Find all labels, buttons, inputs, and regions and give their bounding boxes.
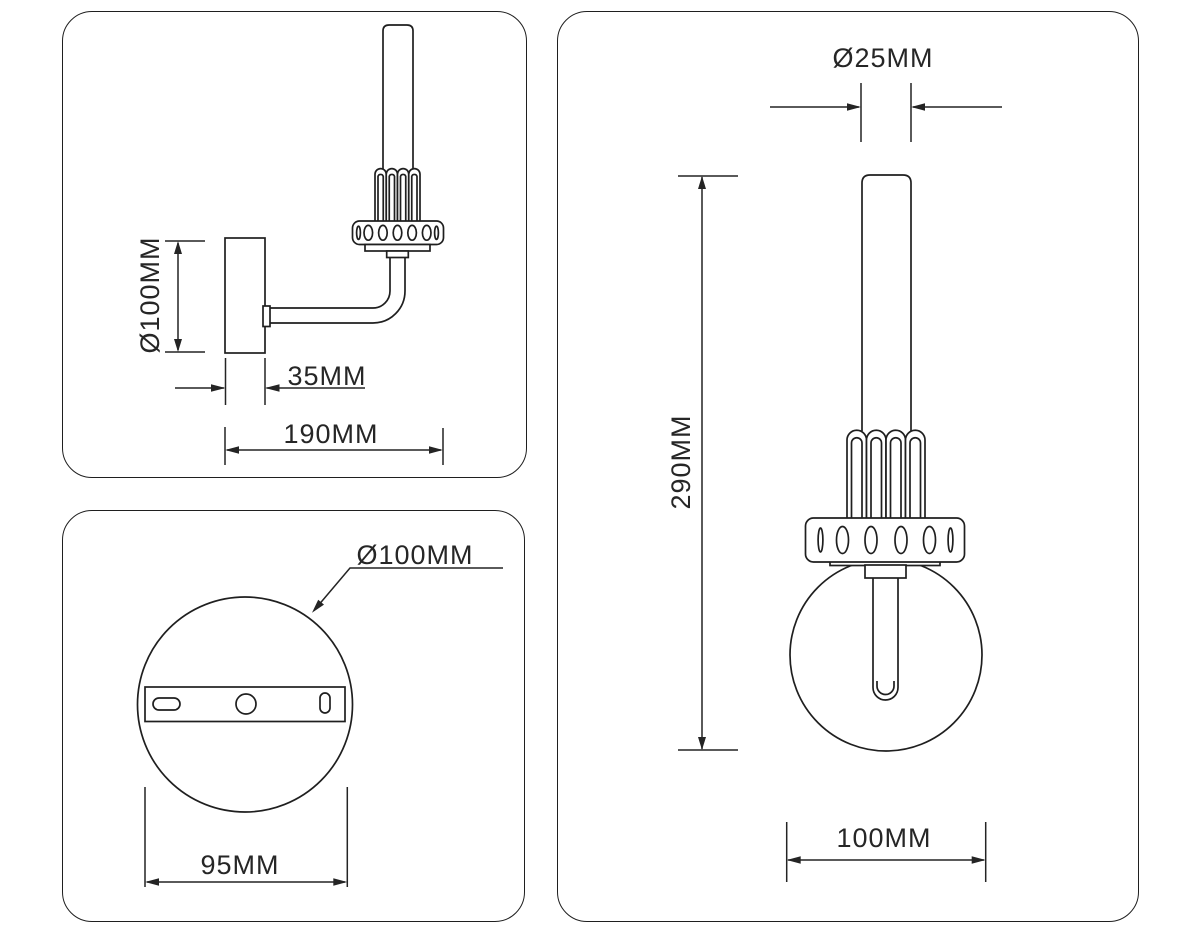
- backplate-view-drawing: [136, 567, 503, 887]
- dim-label-backplate-depth: 35MM: [287, 361, 367, 391]
- dim-label-stem-diameter: Ø25MM: [832, 43, 934, 73]
- dim-label-backplate-diameter: Ø100MM: [135, 236, 165, 354]
- panel-front-view: [557, 11, 1139, 922]
- dim-label-plate-diameter: Ø100MM: [356, 540, 474, 570]
- front-view-drawing: [678, 83, 1002, 882]
- dim-label-mounting-width: 95MM: [200, 850, 280, 880]
- panel-side-view: [62, 11, 527, 478]
- side-view-drawing: [165, 24, 445, 465]
- panel-backplate-view: [62, 510, 525, 922]
- dim-label-projection-length: 190MM: [283, 419, 379, 449]
- dim-label-total-height: 290MM: [666, 414, 696, 510]
- dim-label-shade-diameter: 100MM: [836, 823, 932, 853]
